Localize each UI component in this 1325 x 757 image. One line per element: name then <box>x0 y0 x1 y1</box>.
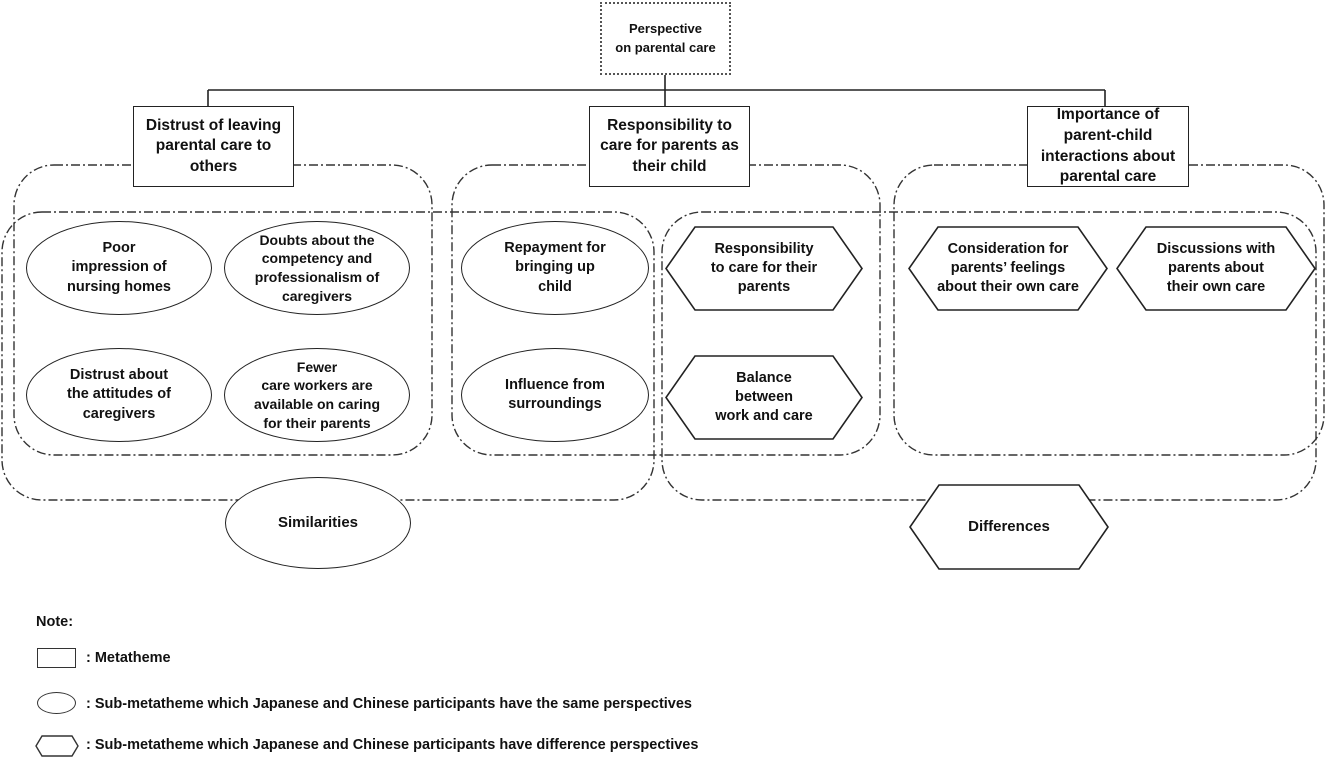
legend-rect-icon <box>37 648 76 668</box>
subtheme-balance-label: Balance between work and care <box>715 369 813 425</box>
column-frame-distrust <box>13 164 433 456</box>
subtheme-poor-impression: Poor impression of nursing homes <box>26 221 212 315</box>
subtheme-doubts-competency: Doubts about the competency and professi… <box>224 221 410 315</box>
subtheme-balance: Balance between work and care <box>665 355 863 440</box>
subtheme-distrust-attitudes: Distrust about the attitudes of caregive… <box>26 348 212 442</box>
hexagon-shape <box>1116 226 1316 311</box>
note-title: Note: <box>36 614 74 630</box>
connector-lines <box>207 75 1106 106</box>
root-theme-box: Perspective on parental care <box>600 2 731 75</box>
hexagon-shape <box>908 226 1108 311</box>
hexagon-shape <box>665 226 863 311</box>
subtheme-influence: Influence from surroundings <box>461 348 649 442</box>
differences-label-box: Differences <box>909 484 1109 570</box>
subtheme-discussions: Discussions with parents about their own… <box>1116 226 1316 311</box>
metatheme-distrust-box: Distrust of leaving parental care to oth… <box>133 106 294 187</box>
hexagon-shape <box>909 484 1109 570</box>
subtheme-responsibility-care: Responsibility to care for their parents <box>665 226 863 311</box>
subtheme-responsibility-care-label: Responsibility to care for their parents <box>710 240 818 296</box>
similarities-label: Similarities <box>225 477 411 569</box>
metatheme-importance-box: Importance of parent-child interactions … <box>1027 106 1189 187</box>
subtheme-fewer-care-workers: Fewer care workers are available on cari… <box>224 348 410 442</box>
legend-hexagon-icon <box>35 735 79 757</box>
grouping-frames <box>1 164 1325 501</box>
differences-label: Differences <box>968 518 1050 536</box>
subtheme-consideration: Consideration for parents’ feelings abou… <box>908 226 1108 311</box>
subtheme-repayment: Repayment for bringing up child <box>461 221 649 315</box>
metatheme-responsibility-box: Responsibility to care for parents as th… <box>589 106 750 187</box>
subtheme-discussions-label: Discussions with parents about their own… <box>1156 240 1276 296</box>
hexagon-shape <box>665 355 863 440</box>
subtheme-consideration-label: Consideration for parents’ feelings abou… <box>937 240 1079 296</box>
legend-different-text: : Sub-metatheme which Japanese and Chine… <box>86 737 699 753</box>
legend-ellipse-icon <box>37 692 76 714</box>
legend-metatheme-text: : Metatheme <box>86 650 171 666</box>
legend-same-text: : Sub-metatheme which Japanese and Chine… <box>86 696 692 712</box>
